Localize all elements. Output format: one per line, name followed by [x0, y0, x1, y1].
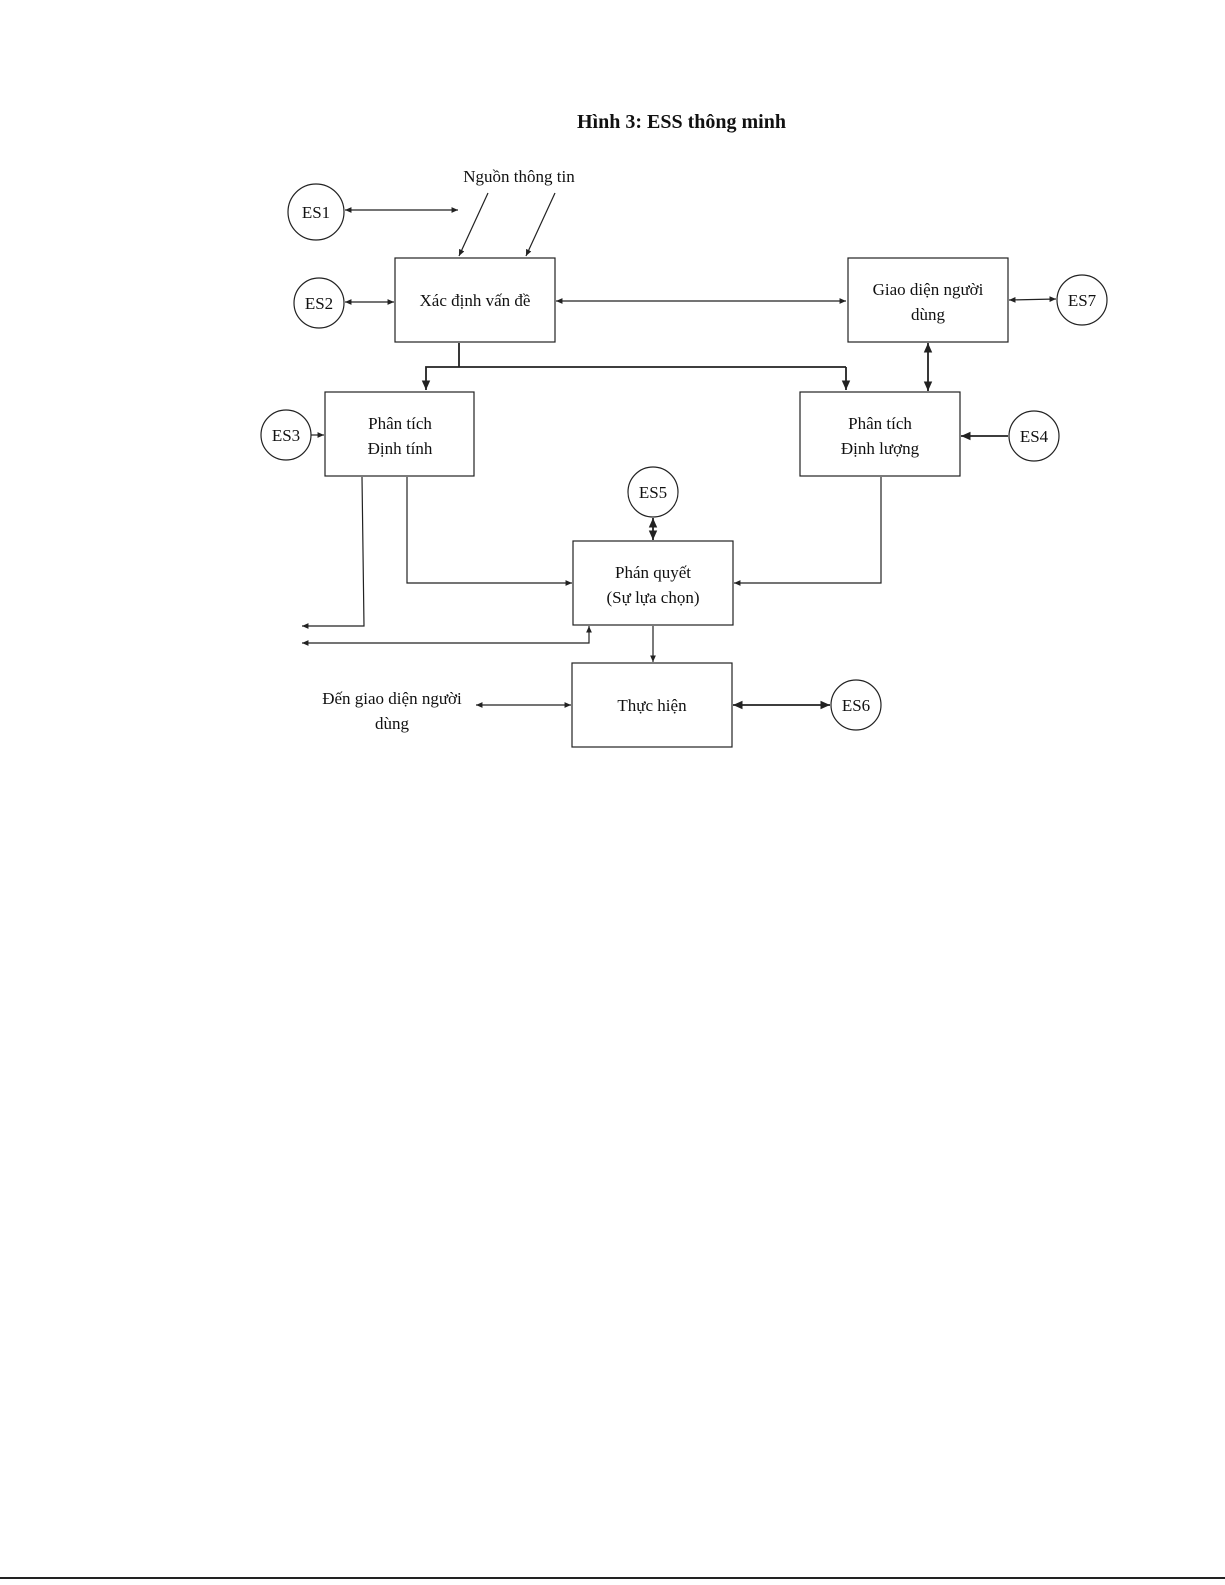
- quantitative-label-line2: Định lượng: [841, 439, 920, 458]
- es2-label: ES2: [305, 294, 333, 313]
- ui-label-line1: Giao diện người: [873, 280, 984, 299]
- es6-node: ES6: [831, 680, 881, 730]
- bottom-rule: [0, 1577, 1225, 1579]
- execute-label: Thực hiện: [617, 696, 687, 715]
- decision-label-line1: Phán quyết: [615, 563, 691, 582]
- es7-link: [1009, 299, 1056, 300]
- es4-label: ES4: [1020, 427, 1049, 446]
- es4-node: ES4: [1009, 411, 1059, 461]
- split-to-qualitative: [426, 367, 846, 390]
- source-arrow-1: [459, 193, 488, 256]
- decision-left-exit: [302, 626, 589, 643]
- es2-node: ES2: [294, 278, 344, 328]
- es3-label: ES3: [272, 426, 300, 445]
- qualitative-label-line1: Phân tích: [368, 414, 432, 433]
- decision-label-line2: (Sự lựa chọn): [606, 588, 699, 607]
- qualitative-left-exit: [302, 477, 364, 626]
- problem-box: Xác định vấn đề: [395, 258, 555, 342]
- es1-label: ES1: [302, 203, 330, 222]
- quantitative-to-decision: [734, 477, 881, 583]
- qualitative-to-decision: [407, 477, 572, 583]
- es5-node: ES5: [628, 467, 678, 517]
- qualitative-box: Phân tích Định tính: [325, 392, 474, 476]
- es6-label: ES6: [842, 696, 870, 715]
- es1-node: ES1: [288, 184, 344, 240]
- qualitative-label-line2: Định tính: [368, 439, 433, 458]
- source-label: Nguồn thông tin: [463, 167, 575, 186]
- es5-label: ES5: [639, 483, 667, 502]
- to-ui-label-line1: Đến giao diện người: [322, 689, 462, 708]
- to-ui-label-line2: dùng: [375, 714, 410, 733]
- decision-box: Phán quyết (Sự lựa chọn): [573, 541, 733, 625]
- es7-node: ES7: [1057, 275, 1107, 325]
- ui-label-line2: dùng: [911, 305, 946, 324]
- quantitative-box: Phân tích Định lượng: [800, 392, 960, 476]
- problem-label: Xác định vấn đề: [420, 291, 531, 310]
- quantitative-label-line1: Phân tích: [848, 414, 912, 433]
- es3-node: ES3: [261, 410, 311, 460]
- execute-box: Thực hiện: [572, 663, 732, 747]
- ui-box: Giao diện người dùng: [848, 258, 1008, 342]
- source-arrow-2: [526, 193, 555, 256]
- es7-label: ES7: [1068, 291, 1097, 310]
